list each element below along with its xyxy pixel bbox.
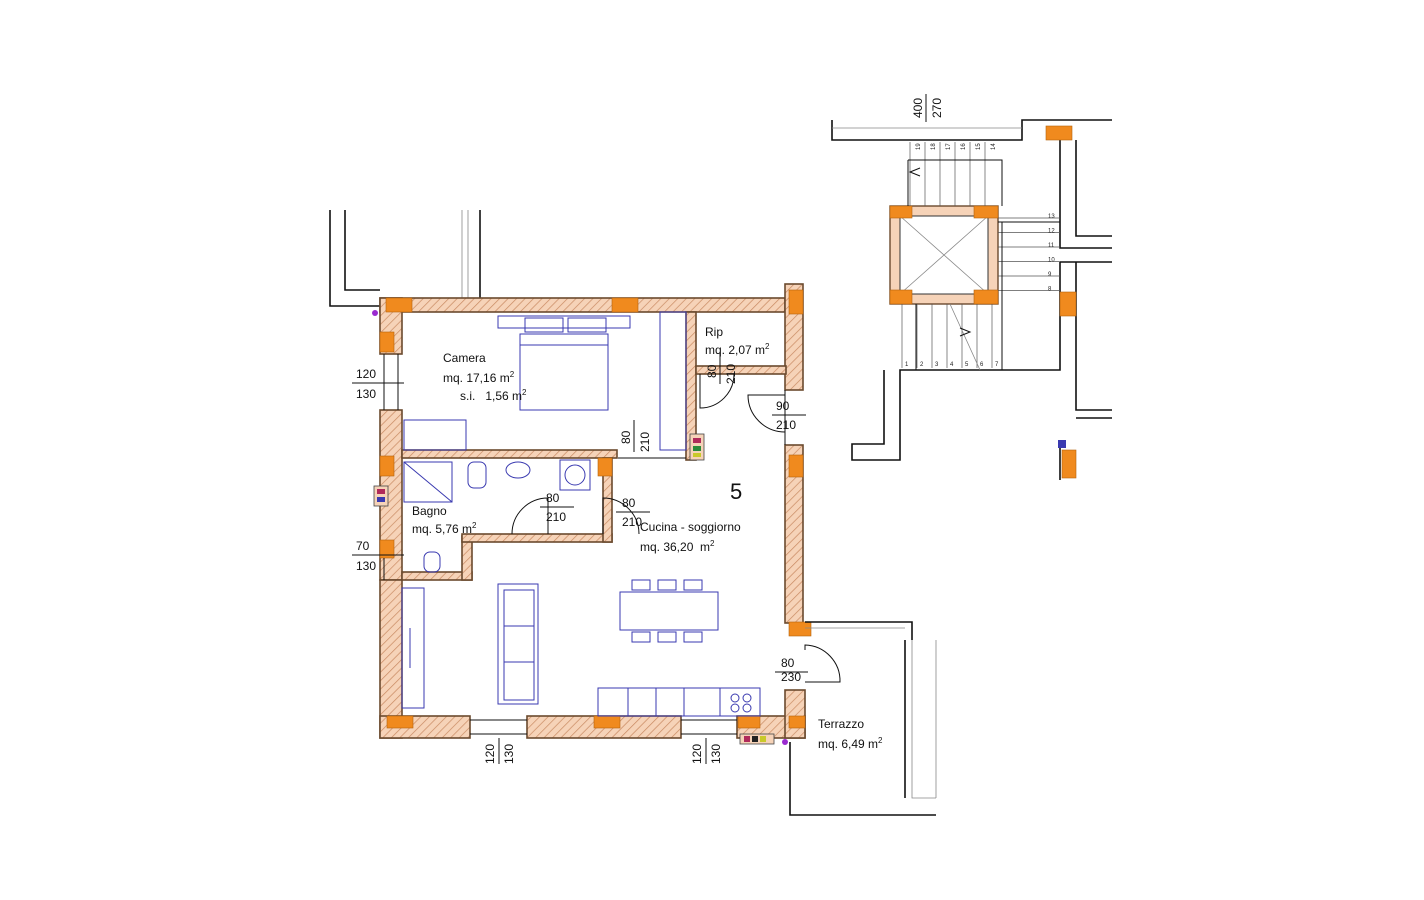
bottom-window-left-width: 120 [483, 744, 497, 764]
cucina-name: Cucina - soggiorno [640, 520, 741, 534]
bagno-area-exp: 2 [472, 521, 477, 530]
stair-step-number: 3 [935, 362, 939, 368]
camera-storage: s.i. 1,56 m [460, 389, 522, 403]
stair-dimension-a: 400 [911, 98, 925, 118]
stair-step-number: 19 [916, 143, 922, 150]
terrace-outline [789, 621, 937, 816]
structural-pillars [379, 289, 812, 729]
stair-step-number: 1 [905, 362, 909, 368]
bottom-window-right-width: 120 [690, 744, 704, 764]
terrazzo-name: Terrazzo [818, 717, 864, 731]
svg-text:mq. 5,76 m2: mq. 5,76 m2 [412, 521, 477, 536]
rip-area: mq. 2,07 m [705, 343, 765, 357]
stair-step-number: 9 [1048, 272, 1052, 278]
entrance-door-width: 90 [776, 399, 790, 413]
terrazzo-area-exp: 2 [878, 736, 883, 745]
stair-step-number: 14 [991, 143, 997, 150]
stair-step-number: 4 [950, 362, 954, 368]
svg-text:mq. 6,49 m2: mq. 6,49 m2 [818, 736, 883, 751]
bagno-door-width: 80 [546, 491, 560, 505]
room-labels: 5 Camera mq. 17,16 m2 s.i. 1,56 m2 Rip m… [412, 325, 883, 751]
stair-step-number: 6 [980, 362, 984, 368]
stair-step-number: 16 [961, 143, 967, 150]
terrazzo-door-height: 230 [781, 670, 801, 684]
rip-door-height: 210 [724, 364, 738, 384]
rip-door-width: 80 [705, 364, 719, 378]
cucina-door-height: 210 [622, 515, 642, 529]
stair-step-number: 2 [920, 362, 924, 368]
bottom-window-left-height: 130 [502, 744, 516, 764]
terrazzo-area: mq. 6,49 m [818, 737, 878, 751]
apartment-walls [379, 283, 806, 739]
stair-step-number: 13 [1048, 214, 1055, 220]
cucina-door-width: 80 [622, 496, 636, 510]
stair-step-number: 17 [946, 143, 952, 150]
cucina-area: mq. 36,20 m [640, 540, 710, 554]
bagno-door-height: 210 [546, 510, 566, 524]
bagno-window-height: 130 [356, 559, 376, 573]
windows [383, 354, 786, 735]
svg-text:s.i. 1,56 m2: s.i. 1,56 m2 [460, 388, 527, 403]
stair-step-number: 15 [976, 143, 982, 150]
camera-storage-exp: 2 [522, 388, 527, 397]
door-swings [511, 373, 841, 683]
camera-area-exp: 2 [510, 370, 515, 379]
rip-name: Rip [705, 325, 723, 339]
stair-step-number: 8 [1048, 287, 1052, 293]
stair-step-number: 10 [1048, 258, 1055, 264]
stair-step-number: 18 [931, 143, 937, 150]
stair-step-number: 11 [1048, 243, 1055, 249]
stair-step-number: 7 [995, 362, 999, 368]
camera-window-width: 120 [356, 367, 376, 381]
camera-name: Camera [443, 351, 486, 365]
cucina-area-exp: 2 [710, 539, 715, 548]
camera-door-height: 210 [638, 432, 652, 452]
neighbour-outline [329, 210, 481, 307]
camera-door-width: 80 [619, 430, 633, 444]
bottom-window-right-height: 130 [709, 744, 723, 764]
furniture [372, 310, 788, 745]
stair-step-number: 5 [965, 362, 969, 368]
bagno-name: Bagno [412, 504, 447, 518]
bagno-area: mq. 5,76 m [412, 522, 472, 536]
stair-step-number: 12 [1048, 229, 1055, 235]
entrance-door-height: 210 [776, 418, 796, 432]
camera-area: mq. 17,16 m [443, 371, 510, 385]
rip-area-exp: 2 [765, 342, 770, 351]
svg-text:mq. 36,20 m2: mq. 36,20 m2 [640, 539, 715, 554]
svg-text:mq. 2,07 m2: mq. 2,07 m2 [705, 342, 770, 357]
unit-number: 5 [730, 479, 742, 504]
bagno-window-width: 70 [356, 539, 370, 553]
dimension-labels: 120 130 70 130 80 210 90 210 80 210 80 2… [352, 94, 944, 764]
terrazzo-door-width: 80 [781, 656, 795, 670]
stair-dimension-b: 270 [930, 98, 944, 118]
svg-text:mq. 17,16 m2: mq. 17,16 m2 [443, 370, 515, 385]
camera-window-height: 130 [356, 387, 376, 401]
